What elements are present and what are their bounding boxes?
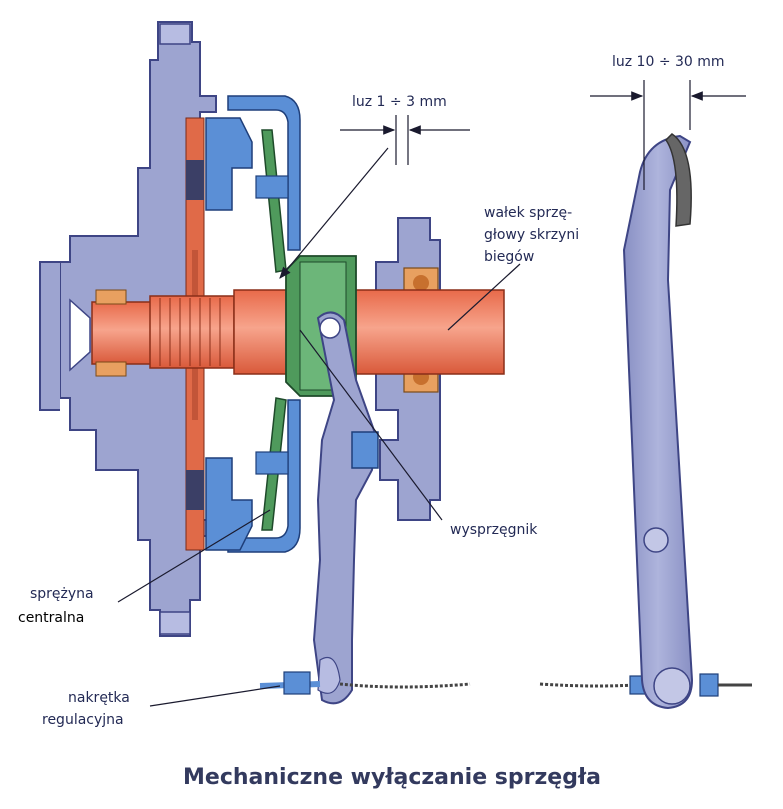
spring-pivot-upper: [255, 175, 289, 199]
fork-cable-end: [317, 656, 341, 694]
cover-lower: [227, 399, 301, 553]
fork-pivot: [319, 317, 341, 339]
label-nut-line1: nakrętka: [68, 690, 130, 706]
leader-spring: [117, 509, 271, 603]
pilot-recess: [69, 298, 91, 372]
pressure-plate: [205, 117, 253, 551]
shaft-main: [233, 289, 505, 375]
diaphragm-spring: [255, 129, 289, 531]
label-spring-line2: centralna: [18, 610, 84, 626]
leader-gap-small: [279, 147, 389, 279]
diagram-title: Mechaniczne wyłączanie sprzęgła: [183, 765, 601, 790]
cable-left: [339, 682, 471, 689]
leader-release: [299, 329, 443, 521]
spring-pivot-lower: [255, 451, 289, 475]
dimension-small: [340, 115, 470, 165]
label-luz-small: luz 1 ÷ 3 mm: [352, 94, 447, 110]
leader-shaft: [447, 263, 521, 331]
label-release: wysprzęgnik: [450, 522, 538, 538]
cable-stop: [699, 673, 719, 697]
cover-upper: [227, 95, 301, 251]
flywheel-rim-top: [159, 23, 191, 45]
cable-right: [539, 682, 651, 688]
pedal-arm: [622, 134, 694, 710]
bearing-ball-upper: [413, 275, 429, 291]
pedal-pad: [665, 133, 692, 227]
clutch-pedal: [622, 133, 694, 710]
leader-lines: [117, 147, 521, 707]
label-shaft-line3: biegów: [484, 249, 534, 265]
label-nut-line2: regulacyjna: [42, 712, 124, 728]
dimension-large: [590, 80, 746, 190]
label-shaft-line2: głowy skrzyni: [484, 227, 579, 243]
shaft-splines: [159, 298, 221, 366]
input-shaft: [91, 289, 505, 377]
spring-upper: [261, 129, 287, 273]
fork-ball-stud: [351, 431, 379, 469]
pressure-plate-lower: [205, 457, 253, 551]
disc-damper-lower: [186, 470, 204, 510]
pressure-plate-upper: [205, 117, 253, 211]
crankshaft-end: [39, 261, 60, 411]
pilot-bearing-lower: [95, 361, 127, 377]
label-spring-line1: sprężyna: [30, 586, 94, 602]
adjusting-nut: [283, 671, 311, 695]
flywheel-rim-bottom: [159, 611, 191, 635]
label-luz-large: luz 10 ÷ 30 mm: [612, 54, 725, 70]
clutch-cover: [227, 95, 301, 553]
pilot-bearing-upper: [95, 289, 127, 305]
leader-nut: [149, 685, 281, 707]
disc-damper-upper: [186, 160, 204, 200]
shaft-spline-section: [149, 295, 235, 369]
pedal-pivot: [643, 527, 669, 553]
label-shaft-line1: wałek sprzę-: [484, 205, 572, 221]
pedal-cable-eye: [653, 667, 691, 705]
